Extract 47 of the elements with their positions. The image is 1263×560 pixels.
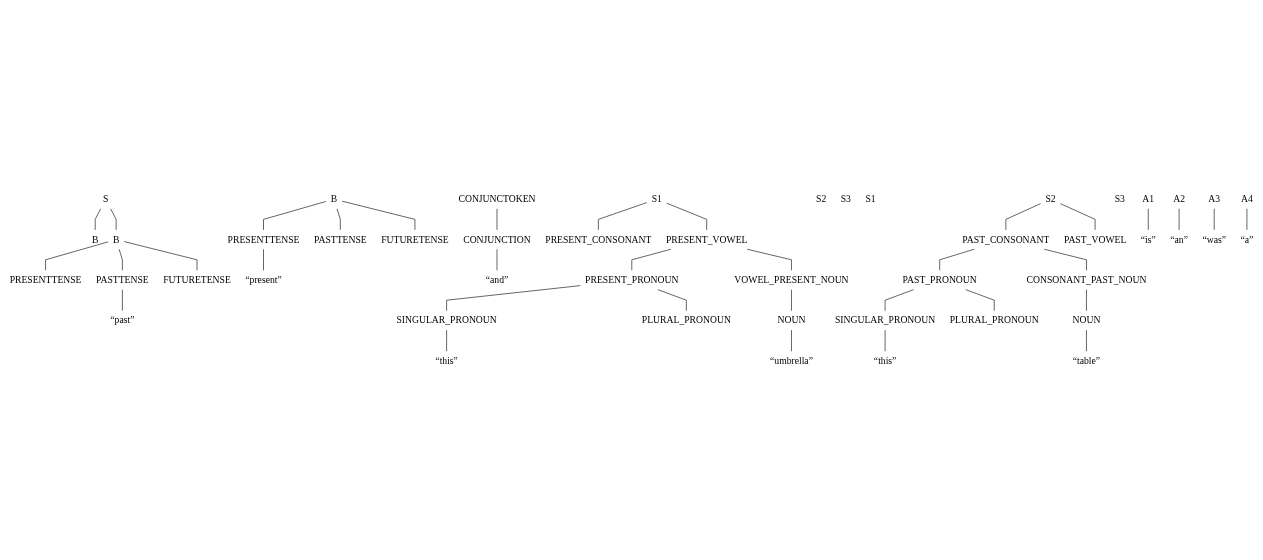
node-text: NOUN [1072,314,1101,326]
node-text: PAST_CONSONANT [962,234,1050,245]
node-text: CONSONANT_PAST_NOUN [1026,274,1147,285]
node-text: “is” [1140,234,1156,245]
node-text: VOWEL_PRESENT_NOUN [734,274,849,285]
node-text: B [91,234,99,245]
node-text: PLURAL_PRONOUN [641,314,731,326]
node-text: SINGULAR_PRONOUN [834,314,936,326]
node-text: SINGULAR_PRONOUN [396,314,497,326]
node-text: PRESENT_CONSONANT [545,234,652,245]
node-text: S2 [816,193,827,204]
node-text: “table” [1072,355,1101,366]
node-text: A2 [1173,193,1185,204]
node-text: PLURAL_PRONOUN [949,314,1039,326]
node-text: B [112,234,120,245]
node-text: S1 [651,193,662,204]
node-text: “an” [1170,234,1188,245]
node-text: “this” [435,355,458,366]
node-text: PRESENTTENSE [9,274,82,285]
node-text: A3 [1208,193,1221,204]
node-text: B [330,193,338,204]
node-text: S1 [865,193,876,204]
node-text: PAST_VOWEL [1063,234,1127,245]
node-text: CONJUNCTION [463,234,531,245]
node-text: FUTURETENSE [381,234,449,245]
node-text: S3 [1114,193,1125,204]
node-text: FUTURETENSE [163,274,231,285]
node-text: NOUN [777,314,806,326]
node-text: PASTTENSE [313,234,367,245]
node-text: “present” [245,274,282,285]
node-text: PRESENT_VOWEL [665,234,748,245]
node-text: PRESENT_PRONOUN [585,274,679,285]
node-text: S [102,193,109,204]
node-text: “this” [873,355,897,366]
node-text: PASTTENSE [96,274,149,285]
node-text: “umbrella” [770,355,813,366]
node-text: “a” [1240,234,1254,245]
node-text: S2 [1045,193,1056,204]
node-text: A1 [1142,193,1155,204]
node-text: A4 [1241,193,1253,204]
node-text: S3 [840,193,851,204]
node-text: PAST_PRONOUN [902,274,977,285]
node-text: CONJUNCTOKEN [458,193,536,204]
node-text: “past” [110,314,135,326]
node-text: “and” [485,274,509,285]
node-text: PRESENTTENSE [227,234,300,245]
node-text: “was” [1202,234,1227,245]
